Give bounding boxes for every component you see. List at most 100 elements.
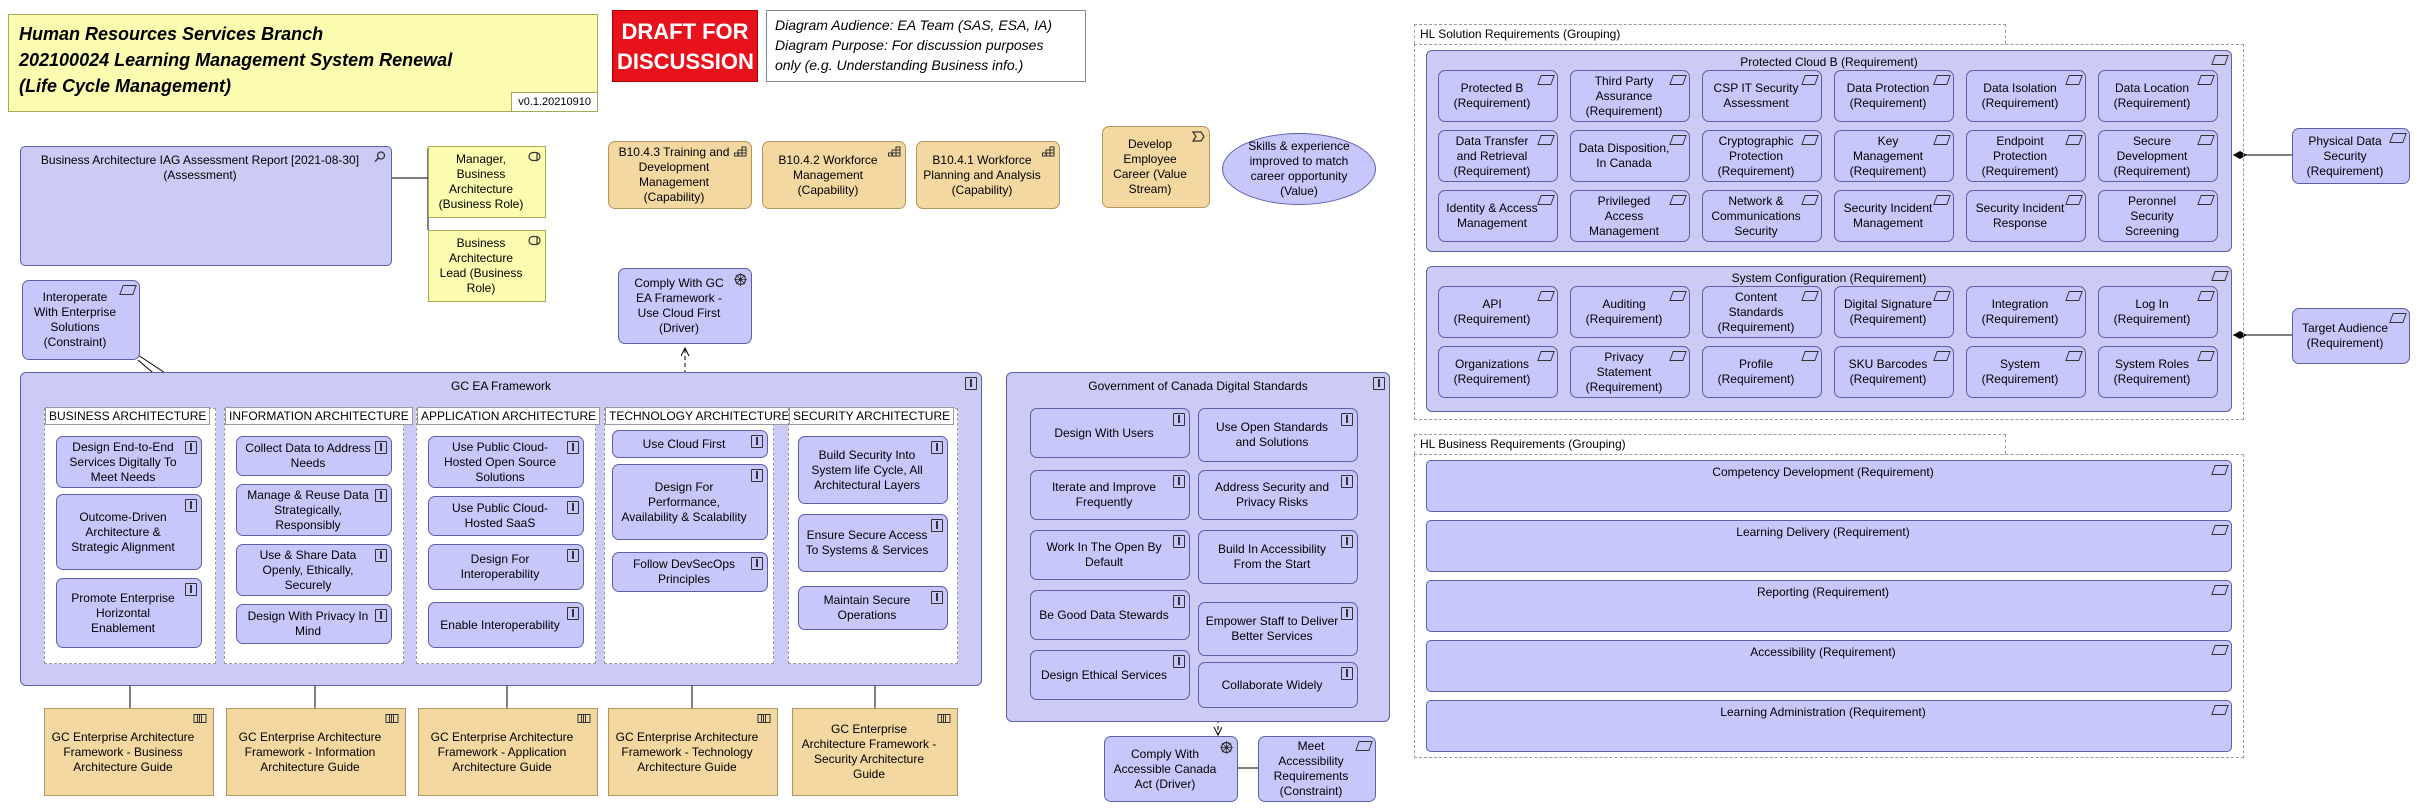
principle-icon xyxy=(965,377,977,390)
standard-item[interactable]: Design With Users xyxy=(1030,408,1190,458)
config-requirement-item[interactable]: Profile (Requirement) xyxy=(1702,346,1822,398)
cloud-requirement-item[interactable]: Identity & Access Management xyxy=(1438,190,1558,242)
title-line-2: 202100024 Learning Management System Ren… xyxy=(19,50,453,70)
cloud-requirement-item[interactable]: Data Protection (Requirement) xyxy=(1834,70,1954,122)
driver-cloud-first[interactable]: Comply With GC EA Framework - Use Cloud … xyxy=(618,268,752,344)
driver-accessible-canada[interactable]: Comply With Accessible Canada Act (Drive… xyxy=(1104,736,1238,802)
capability-training[interactable]: B10.4.3 Training and Development Managem… xyxy=(608,141,752,209)
cloud-requirement-item[interactable]: Peronnel Security Screening xyxy=(2098,190,2218,242)
cloud-requirement-item[interactable]: Network & Communications Security xyxy=(1702,190,1822,242)
principle-icon xyxy=(931,591,943,604)
requirement-icon xyxy=(1669,351,1687,361)
config-requirement-item[interactable]: Content Standards (Requirement) xyxy=(1702,286,1822,338)
standard-item[interactable]: Iterate and Improve Frequently xyxy=(1030,470,1190,520)
target-audience[interactable]: Target Audience (Requirement) xyxy=(2292,308,2410,364)
principle-item[interactable]: Promote Enterprise Horizontal Enablement xyxy=(56,578,202,648)
principle-item[interactable]: Use Public Cloud-Hosted Open Source Solu… xyxy=(428,436,584,488)
requirement-icon xyxy=(1801,351,1819,361)
principle-item[interactable]: Collect Data to Address Needs xyxy=(236,436,392,476)
principle-item[interactable]: Design With Privacy In Mind xyxy=(236,604,392,644)
principle-item[interactable]: Design For Performance, Availability & S… xyxy=(612,464,768,540)
principle-item[interactable]: Design End-to-End Services Digitally To … xyxy=(56,436,202,488)
standard-item[interactable]: Build In Accessibility From the Start xyxy=(1198,530,1358,584)
assessment-node[interactable]: Business Architecture IAG Assessment Rep… xyxy=(20,146,392,266)
cloud-requirement-item[interactable]: Data Disposition, In Canada xyxy=(1570,130,1690,182)
standard-item[interactable]: Collaborate Widely xyxy=(1198,662,1358,708)
business-requirement-item[interactable]: Learning Administration (Requirement) xyxy=(1426,700,2232,752)
standard-item[interactable]: Use Open Standards and Solutions xyxy=(1198,408,1358,462)
value-stream-node[interactable]: Develop Employee Career (Value Stream) xyxy=(1102,126,1210,208)
principle-icon xyxy=(1341,535,1353,548)
guide-technology[interactable]: GC Enterprise Architecture Framework - T… xyxy=(608,708,778,796)
standard-item[interactable]: Address Security and Privacy Risks xyxy=(1198,470,1358,520)
config-requirement-item[interactable]: Integration (Requirement) xyxy=(1966,286,2086,338)
cloud-requirement-item[interactable]: Third Party Assurance (Requirement) xyxy=(1570,70,1690,122)
protected-cloud-b[interactable]: Protected Cloud B (Requirement) xyxy=(1426,50,2232,252)
guide-security[interactable]: GC Enterprise Architecture Framework - S… xyxy=(792,708,958,796)
principle-item[interactable]: Manage & Reuse Data Strategically, Respo… xyxy=(236,484,392,536)
cloud-requirement-item[interactable]: Privileged Access Management xyxy=(1570,190,1690,242)
cloud-requirement-item[interactable]: Security Incident Response xyxy=(1966,190,2086,242)
system-configuration[interactable]: System Configuration (Requirement) xyxy=(1426,266,2232,412)
business-requirement-item[interactable]: Reporting (Requirement) xyxy=(1426,580,2232,632)
standard-item[interactable]: Work In The Open By Default xyxy=(1030,530,1190,580)
cloud-requirement-item[interactable]: Endpoint Protection (Requirement) xyxy=(1966,130,2086,182)
config-requirement-item[interactable]: Privacy Statement (Requirement) xyxy=(1570,346,1690,398)
constraint-accessibility[interactable]: Meet Accessibility Requirements (Constra… xyxy=(1258,736,1376,802)
guide-business[interactable]: GC Enterprise Architecture Framework - B… xyxy=(44,708,214,796)
cloud-requirement-item[interactable]: Security Incident Management xyxy=(1834,190,1954,242)
standard-item[interactable]: Be Good Data Stewards xyxy=(1030,590,1190,640)
cloud-requirement-item[interactable]: Data Transfer and Retrieval (Requirement… xyxy=(1438,130,1558,182)
business-requirement-item[interactable]: Accessibility (Requirement) xyxy=(1426,640,2232,692)
config-requirement-item[interactable]: Organizations (Requirement) xyxy=(1438,346,1558,398)
principle-item[interactable]: Use & Share Data Openly, Ethically, Secu… xyxy=(236,544,392,596)
principle-item[interactable]: Maintain Secure Operations xyxy=(798,586,948,630)
requirement-icon xyxy=(2389,313,2407,323)
guide-application[interactable]: GC Enterprise Architecture Framework - A… xyxy=(418,708,598,796)
principle-item[interactable]: Use Public Cloud-Hosted SaaS xyxy=(428,496,584,536)
cloud-requirement-item[interactable]: Protected B (Requirement) xyxy=(1438,70,1558,122)
requirement-icon xyxy=(1933,75,1951,85)
capability-workforce-mgmt[interactable]: B10.4.2 Workforce Management (Capability… xyxy=(762,141,906,209)
requirement-icon xyxy=(1933,291,1951,301)
config-requirement-item[interactable]: Log In (Requirement) xyxy=(2098,286,2218,338)
principle-icon xyxy=(375,549,387,562)
config-requirement-item[interactable]: Auditing (Requirement) xyxy=(1570,286,1690,338)
principle-item[interactable]: Build Security Into System life Cycle, A… xyxy=(798,436,948,504)
constraint-interoperate[interactable]: Interoperate With Enterprise Solutions (… xyxy=(22,280,140,360)
config-requirement-item[interactable]: System (Requirement) xyxy=(1966,346,2086,398)
principle-item[interactable]: Use Cloud First xyxy=(612,430,768,458)
driver-icon xyxy=(1220,741,1233,754)
cloud-requirement-item[interactable]: Data Isolation (Requirement) xyxy=(1966,70,2086,122)
cloud-requirement-item[interactable]: Data Location (Requirement) xyxy=(2098,70,2218,122)
principle-icon xyxy=(567,607,579,620)
business-requirement-item[interactable]: Learning Delivery (Requirement) xyxy=(1426,520,2232,572)
config-requirement-item[interactable]: SKU Barcodes (Requirement) xyxy=(1834,346,1954,398)
role-manager[interactable]: Manager, Business Architecture (Business… xyxy=(428,146,546,218)
principle-item[interactable]: Outcome-Driven Architecture & Strategic … xyxy=(56,494,202,570)
config-requirement-item[interactable]: API (Requirement) xyxy=(1438,286,1558,338)
artifact-icon xyxy=(757,714,771,723)
cloud-requirement-item[interactable]: CSP IT Security Assessment xyxy=(1702,70,1822,122)
guide-information[interactable]: GC Enterprise Architecture Framework - I… xyxy=(226,708,406,796)
principle-icon xyxy=(567,501,579,514)
standard-item[interactable]: Empower Staff to Deliver Better Services xyxy=(1198,602,1358,656)
principle-item[interactable]: Follow DevSecOps Principles xyxy=(612,552,768,592)
config-requirement-item[interactable]: Digital Signature (Requirement) xyxy=(1834,286,1954,338)
role-lead[interactable]: Business Architecture Lead (Business Rol… xyxy=(428,230,546,302)
capability-icon xyxy=(1042,146,1055,157)
cloud-requirement-item[interactable]: Secure Development (Requirement) xyxy=(2098,130,2218,182)
standard-item[interactable]: Design Ethical Services xyxy=(1030,650,1190,700)
value-node[interactable]: Skills & experience improved to match ca… xyxy=(1222,133,1376,205)
physical-data-security[interactable]: Physical Data Security (Requirement) xyxy=(2292,128,2410,184)
requirement-icon xyxy=(2065,195,2083,205)
principle-item[interactable]: Enable Interoperability xyxy=(428,602,584,648)
cloud-requirement-item[interactable]: Key Management (Requirement) xyxy=(1834,130,1954,182)
principle-item[interactable]: Ensure Secure Access To Systems & Servic… xyxy=(798,514,948,572)
cloud-requirement-item[interactable]: Cryptographic Protection (Requirement) xyxy=(1702,130,1822,182)
business-requirement-item[interactable]: Competency Development (Requirement) xyxy=(1426,460,2232,512)
principle-item[interactable]: Design For Interoperability xyxy=(428,544,584,590)
principle-icon xyxy=(567,549,579,562)
config-requirement-item[interactable]: System Roles (Requirement) xyxy=(2098,346,2218,398)
capability-workforce-planning[interactable]: B10.4.1 Workforce Planning and Analysis … xyxy=(916,141,1060,209)
